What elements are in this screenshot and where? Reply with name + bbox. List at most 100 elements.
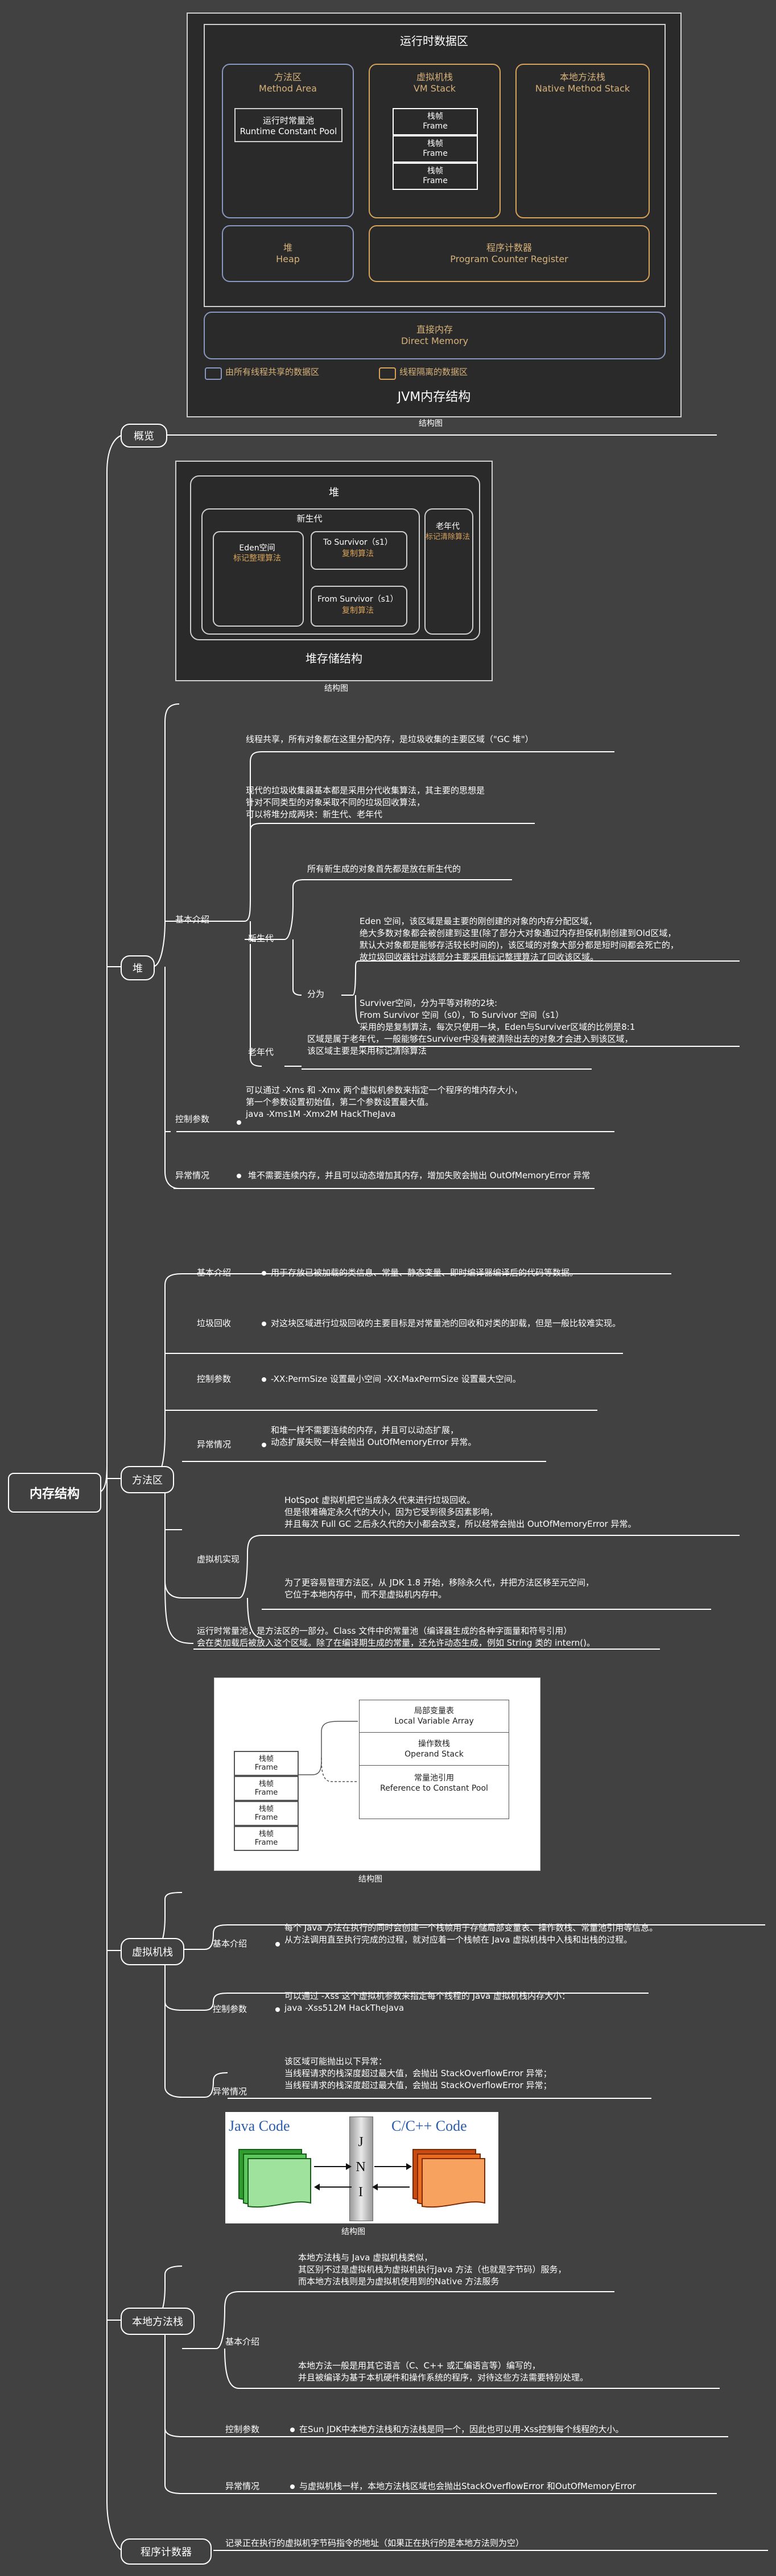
root-label: 内存结构 [29,1487,80,1501]
native-stack-box: 本地方法栈 Native Method Stack [515,64,650,218]
stack-structure-label: 结构图 [358,1875,382,1884]
frame-cn: 栈帧 [258,1755,274,1763]
native-params-text: 在Sun JDK中本地方法栈和方法栈是同一个，因此也可以用-Xss控制每个线程的… [299,2424,624,2434]
stack-bracket [299,1721,358,1782]
method-exc-label[interactable]: 异常情况 [197,1439,232,1449]
operand-en: Operand Stack [404,1750,464,1759]
vmstack-basic-label[interactable]: 基本介绍 [213,1939,247,1949]
heapdiag-heap: 堆 [329,487,339,499]
native-params-label[interactable]: 控制参数 [225,2424,260,2434]
native-basic-label[interactable]: 基本介绍 [225,2337,260,2347]
method-gc-label[interactable]: 垃圾回收 [197,1318,232,1328]
legend-isolated-text: 线程隔离的数据区 [399,367,468,377]
heap-exc-label[interactable]: 异常情况 [175,1170,210,1181]
local-var-label: 局部变量表 [414,1707,454,1716]
native-node-label: 本地方法栈 [132,2316,183,2328]
frame-en: Frame [423,176,448,185]
vmstack-node-label: 虚拟机栈 [132,1947,173,1958]
direct-memory-label: 直接内存 [416,324,453,335]
vmstack-params-label[interactable]: 控制参数 [213,2004,247,2014]
bullet [262,1322,266,1326]
heap-label: 堆 [283,242,292,253]
java-docs-icon [238,2149,311,2208]
jni-letter-n: N [356,2160,366,2175]
pc-en: Program Counter Register [450,254,568,264]
node-heap[interactable]: 堆 [121,955,155,980]
method-impl1: HotSpot 虚拟机把它当成永久代来进行垃圾回收。 但是很难确定永久代的大小，… [284,1495,637,1529]
bullet [262,1271,266,1275]
jni-bar [349,2117,373,2221]
method-area-en: Method Area [259,83,317,94]
jvm-diagram: 运行时数据区 方法区 Method Area 运行时常量池 Runtime Co… [187,13,682,417]
method-params-label[interactable]: 控制参数 [197,1374,232,1384]
legend-shared-text: 由所有线程共享的数据区 [225,367,320,377]
method-area-label: 方法区 [274,72,302,82]
bullet [290,2428,295,2432]
native-stack-label: 本地方法栈 [559,72,605,82]
node-program-counter[interactable]: 程序计数器 [121,2538,212,2565]
native-exc-label[interactable]: 异常情况 [225,2481,260,2491]
overview-label: 概览 [134,430,154,442]
method-impl-label[interactable]: 虚拟机实现 [197,1554,240,1564]
bullet [275,1942,280,1947]
bullet [237,1174,241,1178]
native-b1: 本地方法栈与 Java 虚拟机栈类似， 其区别不过是虚拟机栈为虚拟机执行Java… [298,2252,567,2287]
local-var-en: Local Variable Array [394,1717,474,1726]
native-b2: 本地方法一般是用其它语言（C、C++ 或汇编语言等）编写的， 并且被编译为基于本… [298,2360,589,2383]
const-ref-en: Reference to Constant Pool [380,1784,488,1793]
heap-params-label[interactable]: 控制参数 [175,1114,210,1124]
bullet [262,1443,266,1447]
operand-label: 操作数栈 [418,1740,450,1749]
heap-b2: 现代的垃圾收集器基本都是采用分代收集算法，其主要的思想是 针对不同类型的对象采取… [246,785,485,819]
frame-en: Frame [254,1788,278,1797]
node-native-stack[interactable]: 本地方法栈 [121,2308,195,2335]
method-params-text: -XX:PermSize 设置最小空间 -XX:MaxPermSize 设置最大… [271,1374,521,1384]
bullet [237,1120,241,1125]
root-node[interactable]: 内存结构 [8,1473,101,1513]
heap-old-text: 区域是属于老年代，一般能够在Surviver中没有被清除出去的对象才会进入到该区… [307,1034,633,1056]
node-method-area[interactable]: 方法区 [121,1466,174,1493]
frame-cn: 栈帧 [427,167,443,176]
jni-letter-j: J [358,2135,364,2150]
to-survivor-box [311,531,407,570]
frame-cn: 栈帧 [258,1805,274,1813]
vm-stack-box: 虚拟机栈 VM Stack [369,64,501,218]
heap-b1: 线程共享，所有对象都在这里分配内存，是垃圾收集的主要区域（"GC 堆"） [246,734,534,744]
heap-survivor-text: Surviver空间，分为平等对称的2块: From Survivor 空间（s… [360,998,635,1032]
heap-old-label[interactable]: 老年代 [248,1047,274,1057]
heap-en: Heap [276,254,300,264]
pc-node-label: 程序计数器 [141,2546,192,2558]
jni-letter-i: I [358,2185,363,2200]
vmstack-params-text: 可以通过 -Xss 这个虚拟机参数来指定每个线程的 Java 虚拟机栈内存大小：… [284,1991,571,2013]
method-impl2: 为了更容易管理方法区，从 JDK 1.8 开始，移除永久代，并把方法区移至元空间… [284,1577,594,1600]
eden-label: Eden空间 [239,544,275,553]
heap-split-label[interactable]: 分为 [307,989,325,999]
vmstack-exc-label[interactable]: 异常情况 [213,2086,247,2097]
vm-stack-en: VM Stack [413,83,456,94]
frame-en: Frame [423,149,448,158]
frame-cn: 栈帧 [258,1780,274,1788]
method-pool-text: 运行时常量池，是方法区的一部分。Class 文件中的常量池（编译器生成的各种字面… [197,1626,595,1648]
pc-label: 程序计数器 [486,242,532,253]
from-survivor-box [311,586,407,627]
c-docs-icon [412,2149,485,2208]
heap-young-label[interactable]: 新生代 [248,933,274,943]
node-overview[interactable]: 概览 [121,424,167,448]
heap-basic-label[interactable]: 基本介绍 [175,914,210,925]
direct-memory-en: Direct Memory [401,336,469,346]
runtime-pool-label: 运行时常量池 [262,115,314,126]
method-basic-label[interactable]: 基本介绍 [197,1268,232,1278]
old-alg: 标记清除算法 [425,533,470,541]
vmstack-basic-text: 每个 Java 方法在执行的同时会创建一个栈帧用于存储局部变量表、操作数栈、常量… [284,1923,658,1945]
heap-exc-text: 堆不需要连续内存，并且可以动态增加其内存，增加失败会抛出 OutOfMemory… [248,1170,591,1181]
pc-text: 记录正在执行的虚拟机字节码指令的地址（如果正在执行的是本地方法则为空） [225,2538,525,2548]
bullet [275,2007,280,2012]
node-vm-stack[interactable]: 虚拟机栈 [121,1938,184,1965]
